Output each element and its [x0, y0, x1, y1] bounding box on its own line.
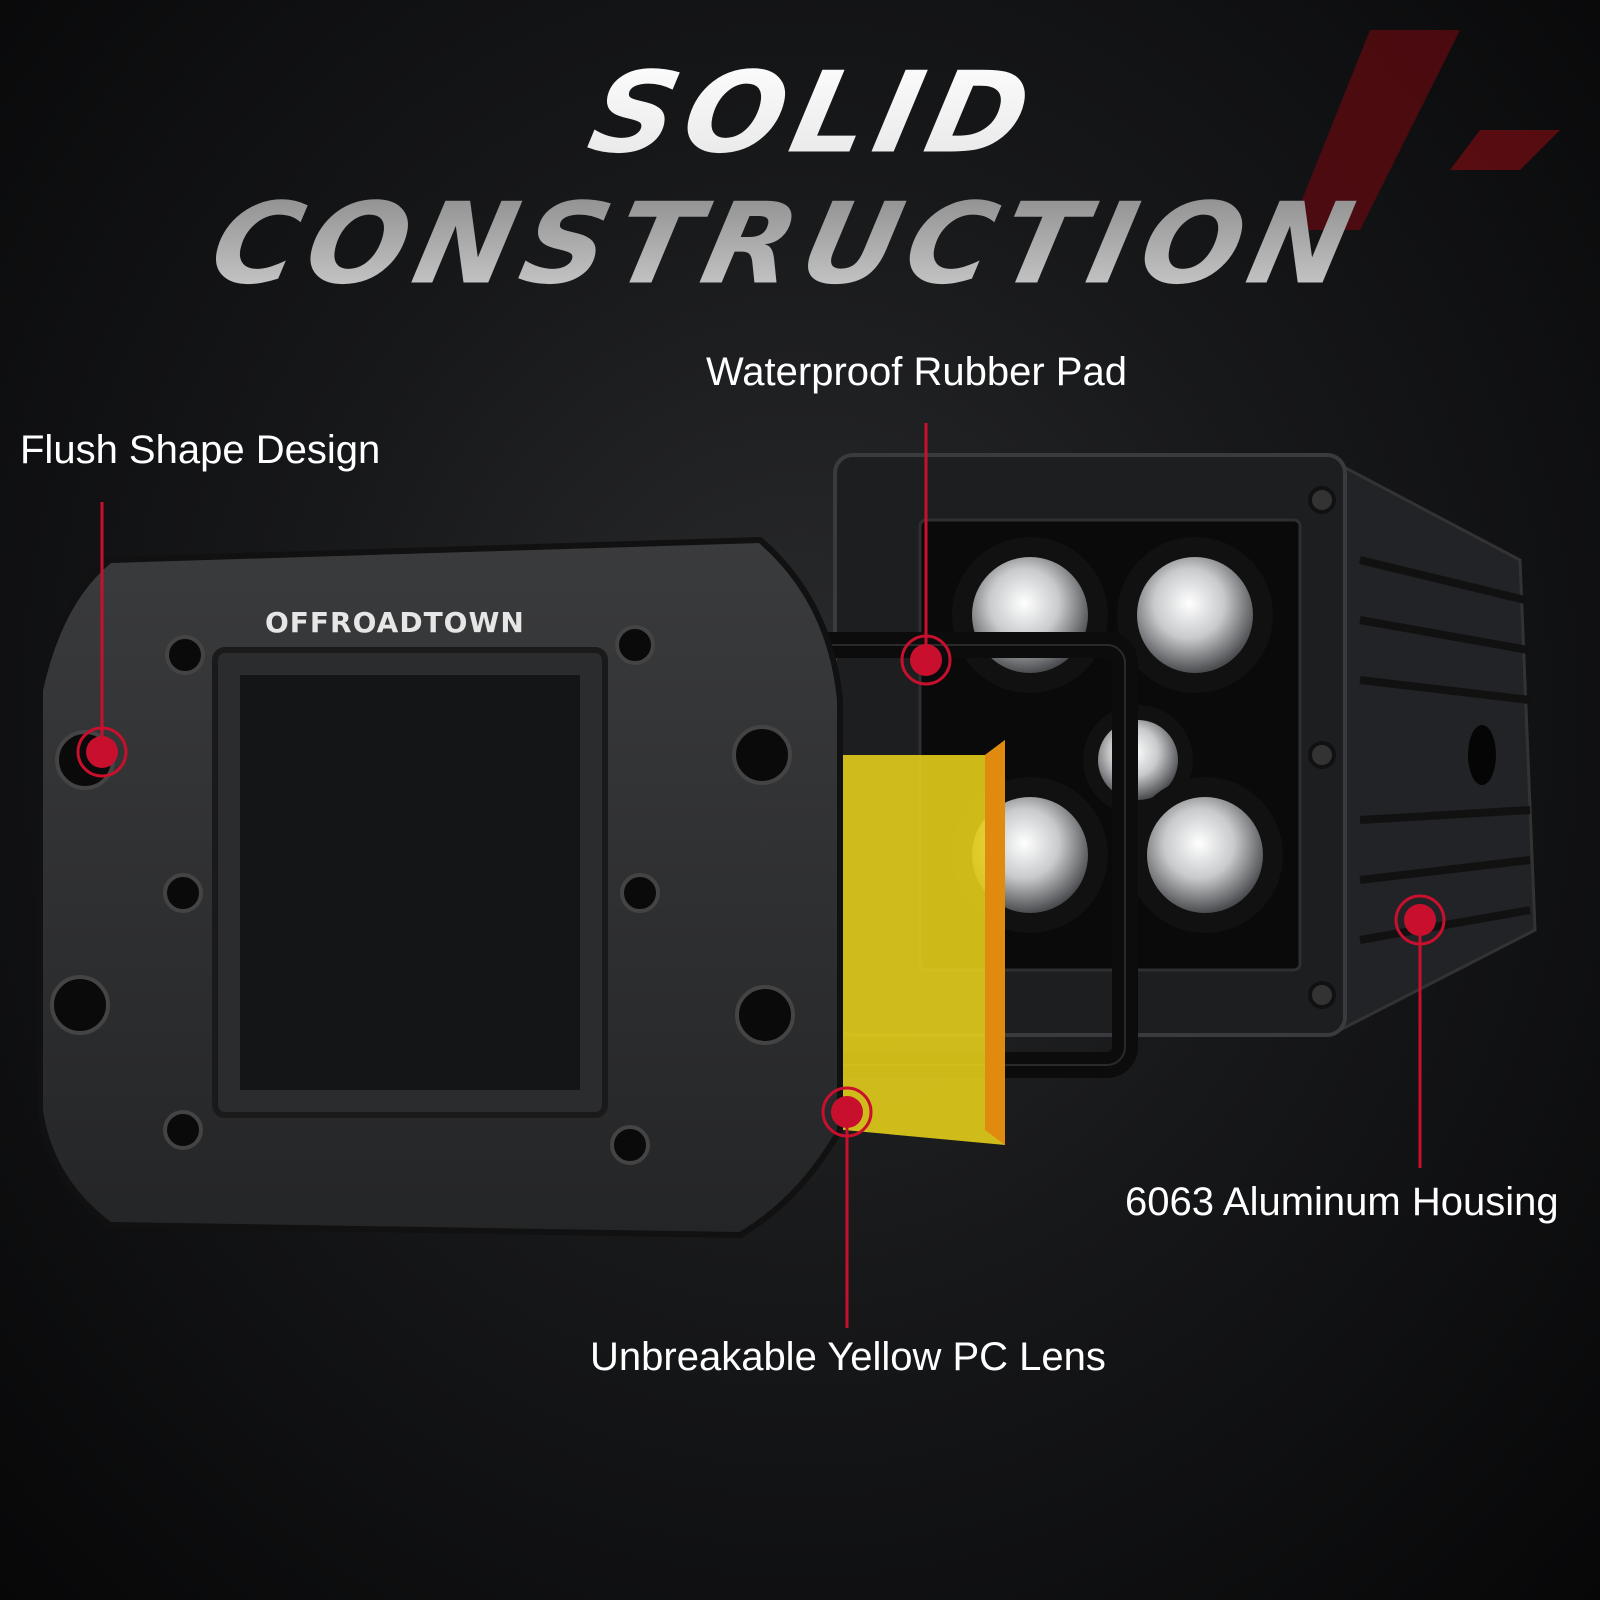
brand-logo: OFFROADTOWN: [265, 606, 525, 639]
callout-dot-pad: [900, 634, 952, 686]
red-accent-stripe: [1450, 130, 1560, 170]
callout-dot-flush: [76, 726, 128, 778]
callout-dot-lens: [821, 1086, 873, 1138]
callout-markers: [100, 423, 1422, 1328]
callout-aluminum-housing: 6063 Aluminum Housing: [1125, 1180, 1559, 1224]
callout-dot-housing: [1394, 894, 1446, 946]
callout-waterproof-rubber-pad: Waterproof Rubber Pad: [706, 350, 1127, 394]
callout-flush-shape-design: Flush Shape Design: [20, 428, 381, 472]
flush-mount-plate: OFFROADTOWN: [37, 536, 843, 1239]
callout-yellow-pc-lens: Unbreakable Yellow PC Lens: [590, 1335, 1106, 1379]
page-title: SOLID CONSTRUCTION: [0, 47, 1600, 309]
red-accent-stripe: [1290, 30, 1460, 230]
yellow-pc-lens: [790, 740, 1005, 1145]
